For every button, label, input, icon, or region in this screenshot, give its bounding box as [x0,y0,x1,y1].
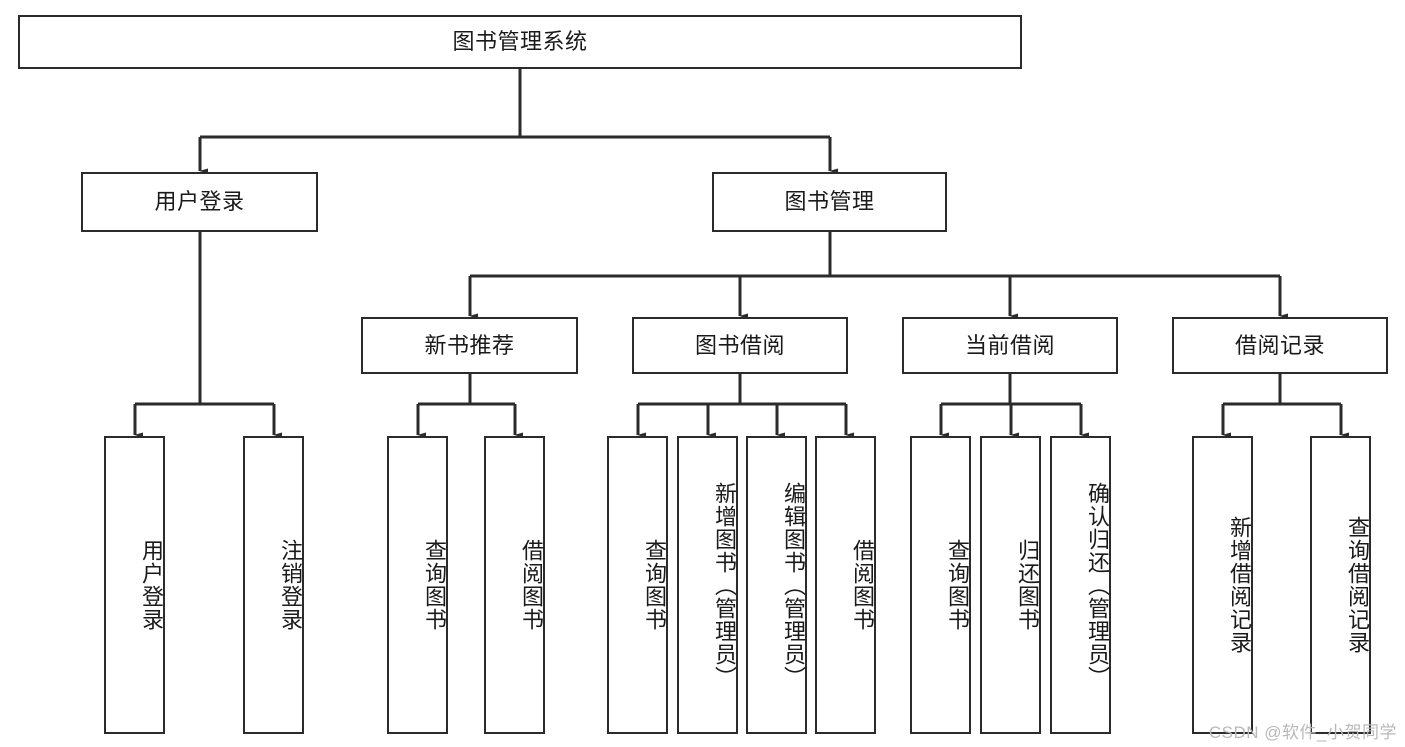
node-leaf-cur-3[interactable]: 确认归还（管理员） [1050,436,1111,734]
node-leaf-new-2[interactable]: 借阅图书 [484,436,545,734]
node-leaf-borrow-1[interactable]: 查询图书 [607,436,668,734]
node-label: 编辑图书（管理员） [781,481,806,689]
node-label: 查询借阅记录 [1345,516,1370,654]
node-label: 图书借阅 [694,332,785,358]
node-label: 借阅图书 [519,539,544,631]
node-label: 用户登录 [139,539,164,631]
node-label: 确认归还（管理员） [1085,481,1110,689]
node-label: 图书管理系统 [452,29,588,55]
node-leaf-cur-1[interactable]: 查询图书 [910,436,971,734]
node-label: 查询图书 [422,539,447,631]
node-leaf-rec-2[interactable]: 查询借阅记录 [1310,436,1371,734]
node-label: 用户登录 [154,189,245,215]
node-records[interactable]: 借阅记录 [1172,317,1388,374]
node-leaf-borrow-4[interactable]: 借阅图书 [815,436,876,734]
node-label: 借阅记录 [1234,332,1325,358]
node-current[interactable]: 当前借阅 [902,317,1118,374]
node-leaf-borrow-2[interactable]: 新增图书（管理员） [677,436,738,734]
node-login[interactable]: 用户登录 [81,172,318,232]
node-leaf-login-2[interactable]: 注销登录 [243,436,304,734]
node-label: 查询图书 [945,539,970,631]
node-label: 新书推荐 [424,332,515,358]
node-label: 新增借阅记录 [1227,516,1252,654]
node-borrow[interactable]: 图书借阅 [632,317,848,374]
node-label: 图书管理 [784,189,875,215]
node-leaf-login-1[interactable]: 用户登录 [104,436,165,734]
node-leaf-cur-2[interactable]: 归还图书 [980,436,1041,734]
node-label: 当前借阅 [964,332,1055,358]
node-bookmgmt[interactable]: 图书管理 [712,172,947,232]
node-label: 归还图书 [1015,539,1040,631]
node-leaf-rec-1[interactable]: 新增借阅记录 [1192,436,1253,734]
node-label: 新增图书（管理员） [712,481,737,689]
node-leaf-new-1[interactable]: 查询图书 [387,436,448,734]
node-label: 注销登录 [278,539,303,631]
node-newbook[interactable]: 新书推荐 [361,317,578,374]
node-root[interactable]: 图书管理系统 [18,15,1022,69]
node-label: 借阅图书 [850,539,875,631]
node-leaf-borrow-3[interactable]: 编辑图书（管理员） [746,436,807,734]
node-label: 查询图书 [642,539,667,631]
